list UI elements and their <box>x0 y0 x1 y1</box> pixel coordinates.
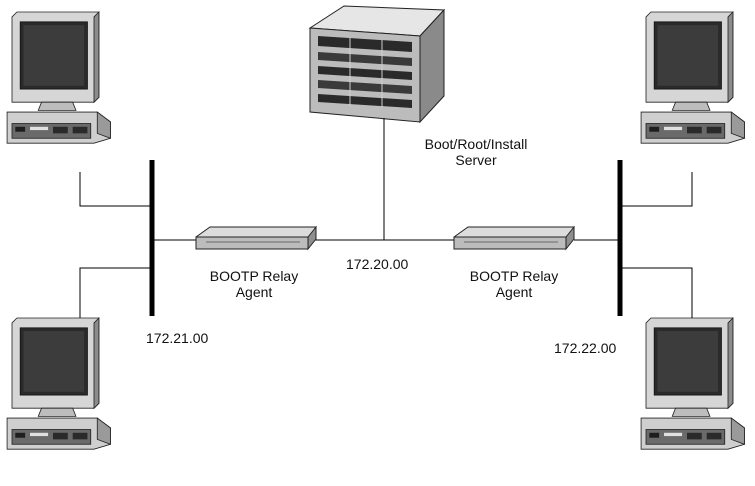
workstation-top-right-icon <box>641 12 744 143</box>
relay-right-label-line2: Agent <box>452 284 576 300</box>
workstation-top-left-icon <box>7 12 110 143</box>
network-left-label: 172.21.00 <box>146 330 208 346</box>
workstation-bottom-right-icon <box>641 318 744 449</box>
server-icon <box>310 6 444 122</box>
relay-right-label-line1: BOOTP Relay <box>452 268 576 284</box>
relay-agent-right-icon <box>454 227 574 249</box>
workstation-bottom-left-icon <box>7 318 110 449</box>
network-lines <box>80 118 692 318</box>
relay-left-label-line2: Agent <box>192 284 316 300</box>
relay-agent-left-icon <box>196 227 316 249</box>
server-label-line2: Server <box>406 152 546 168</box>
relay-left-label-line1: BOOTP Relay <box>192 268 316 284</box>
relay-left-label: BOOTP Relay Agent <box>192 268 316 300</box>
network-right-label: 172.22.00 <box>554 340 616 356</box>
relay-right-label: BOOTP Relay Agent <box>452 268 576 300</box>
network-center-label: 172.20.00 <box>346 256 408 272</box>
server-label-line1: Boot/Root/Install <box>406 136 546 152</box>
server-label: Boot/Root/Install Server <box>406 136 546 168</box>
